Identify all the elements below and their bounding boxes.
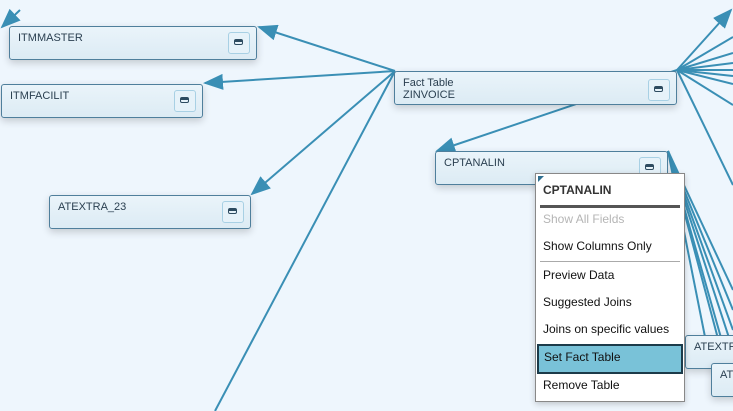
- window-icon: [645, 164, 654, 170]
- window-icon: [180, 97, 189, 103]
- menu-item-show-columns-only[interactable]: Show Columns Only: [543, 239, 652, 253]
- menu-item-joins-on-specific-values[interactable]: Joins on specific values: [543, 322, 670, 336]
- join-line: [676, 36, 733, 71]
- window-toggle-button[interactable]: [648, 79, 670, 101]
- window-toggle-button[interactable]: [174, 90, 196, 112]
- fact-table-label: Fact Table: [403, 77, 454, 89]
- menu-item-set-fact-table[interactable]: Set Fact Table: [537, 344, 683, 374]
- join-line: [250, 70, 396, 196]
- join-line: [676, 69, 733, 186]
- divider: [540, 205, 680, 208]
- table-name: ITMMASTER: [18, 32, 83, 44]
- window-toggle-button[interactable]: [228, 32, 250, 54]
- table-node-atextra-23[interactable]: ATEXTRA_23: [49, 195, 251, 229]
- menu-item-show-all-fields[interactable]: Show All Fields: [543, 212, 625, 226]
- menu-item-suggested-joins[interactable]: Suggested Joins: [543, 295, 632, 309]
- join-line: [203, 70, 396, 90]
- join-line: [676, 69, 733, 85]
- table-name: ATEXTRA_23: [58, 201, 127, 213]
- join-line: [257, 24, 396, 72]
- menu-item-remove-table[interactable]: Remove Table: [543, 378, 620, 392]
- window-icon: [234, 39, 243, 45]
- join-line: [676, 69, 733, 106]
- table-name: ATEXTR: [694, 341, 733, 353]
- window-toggle-button[interactable]: [222, 201, 244, 223]
- table-name: ITMFACILIT: [10, 90, 70, 102]
- join-line: [676, 8, 733, 71]
- table-node-at-partial[interactable]: AT: [711, 363, 733, 397]
- window-icon: [654, 86, 663, 92]
- join-line: [676, 52, 733, 71]
- corner-marker-icon: [538, 176, 544, 182]
- divider: [540, 261, 680, 262]
- table-name: CPTANALIN: [444, 157, 505, 169]
- table-name: ZINVOICE: [403, 89, 455, 101]
- context-menu-title: CPTANALIN: [543, 183, 612, 197]
- menu-item-preview-data[interactable]: Preview Data: [543, 268, 615, 282]
- join-line: [0, 8, 21, 29]
- join-line: [676, 62, 733, 71]
- table-context-menu: CPTANALIN Show All Fields Show Columns O…: [535, 173, 685, 402]
- window-icon: [228, 208, 237, 214]
- table-name: AT: [720, 369, 733, 381]
- table-node-itmfacilit[interactable]: ITMFACILIT: [1, 84, 203, 118]
- join-line: [676, 69, 733, 77]
- table-node-itmmaster[interactable]: ITMMASTER: [9, 26, 257, 60]
- table-node-atextra-partial[interactable]: ATEXTR: [685, 335, 733, 369]
- join-line: [214, 70, 396, 411]
